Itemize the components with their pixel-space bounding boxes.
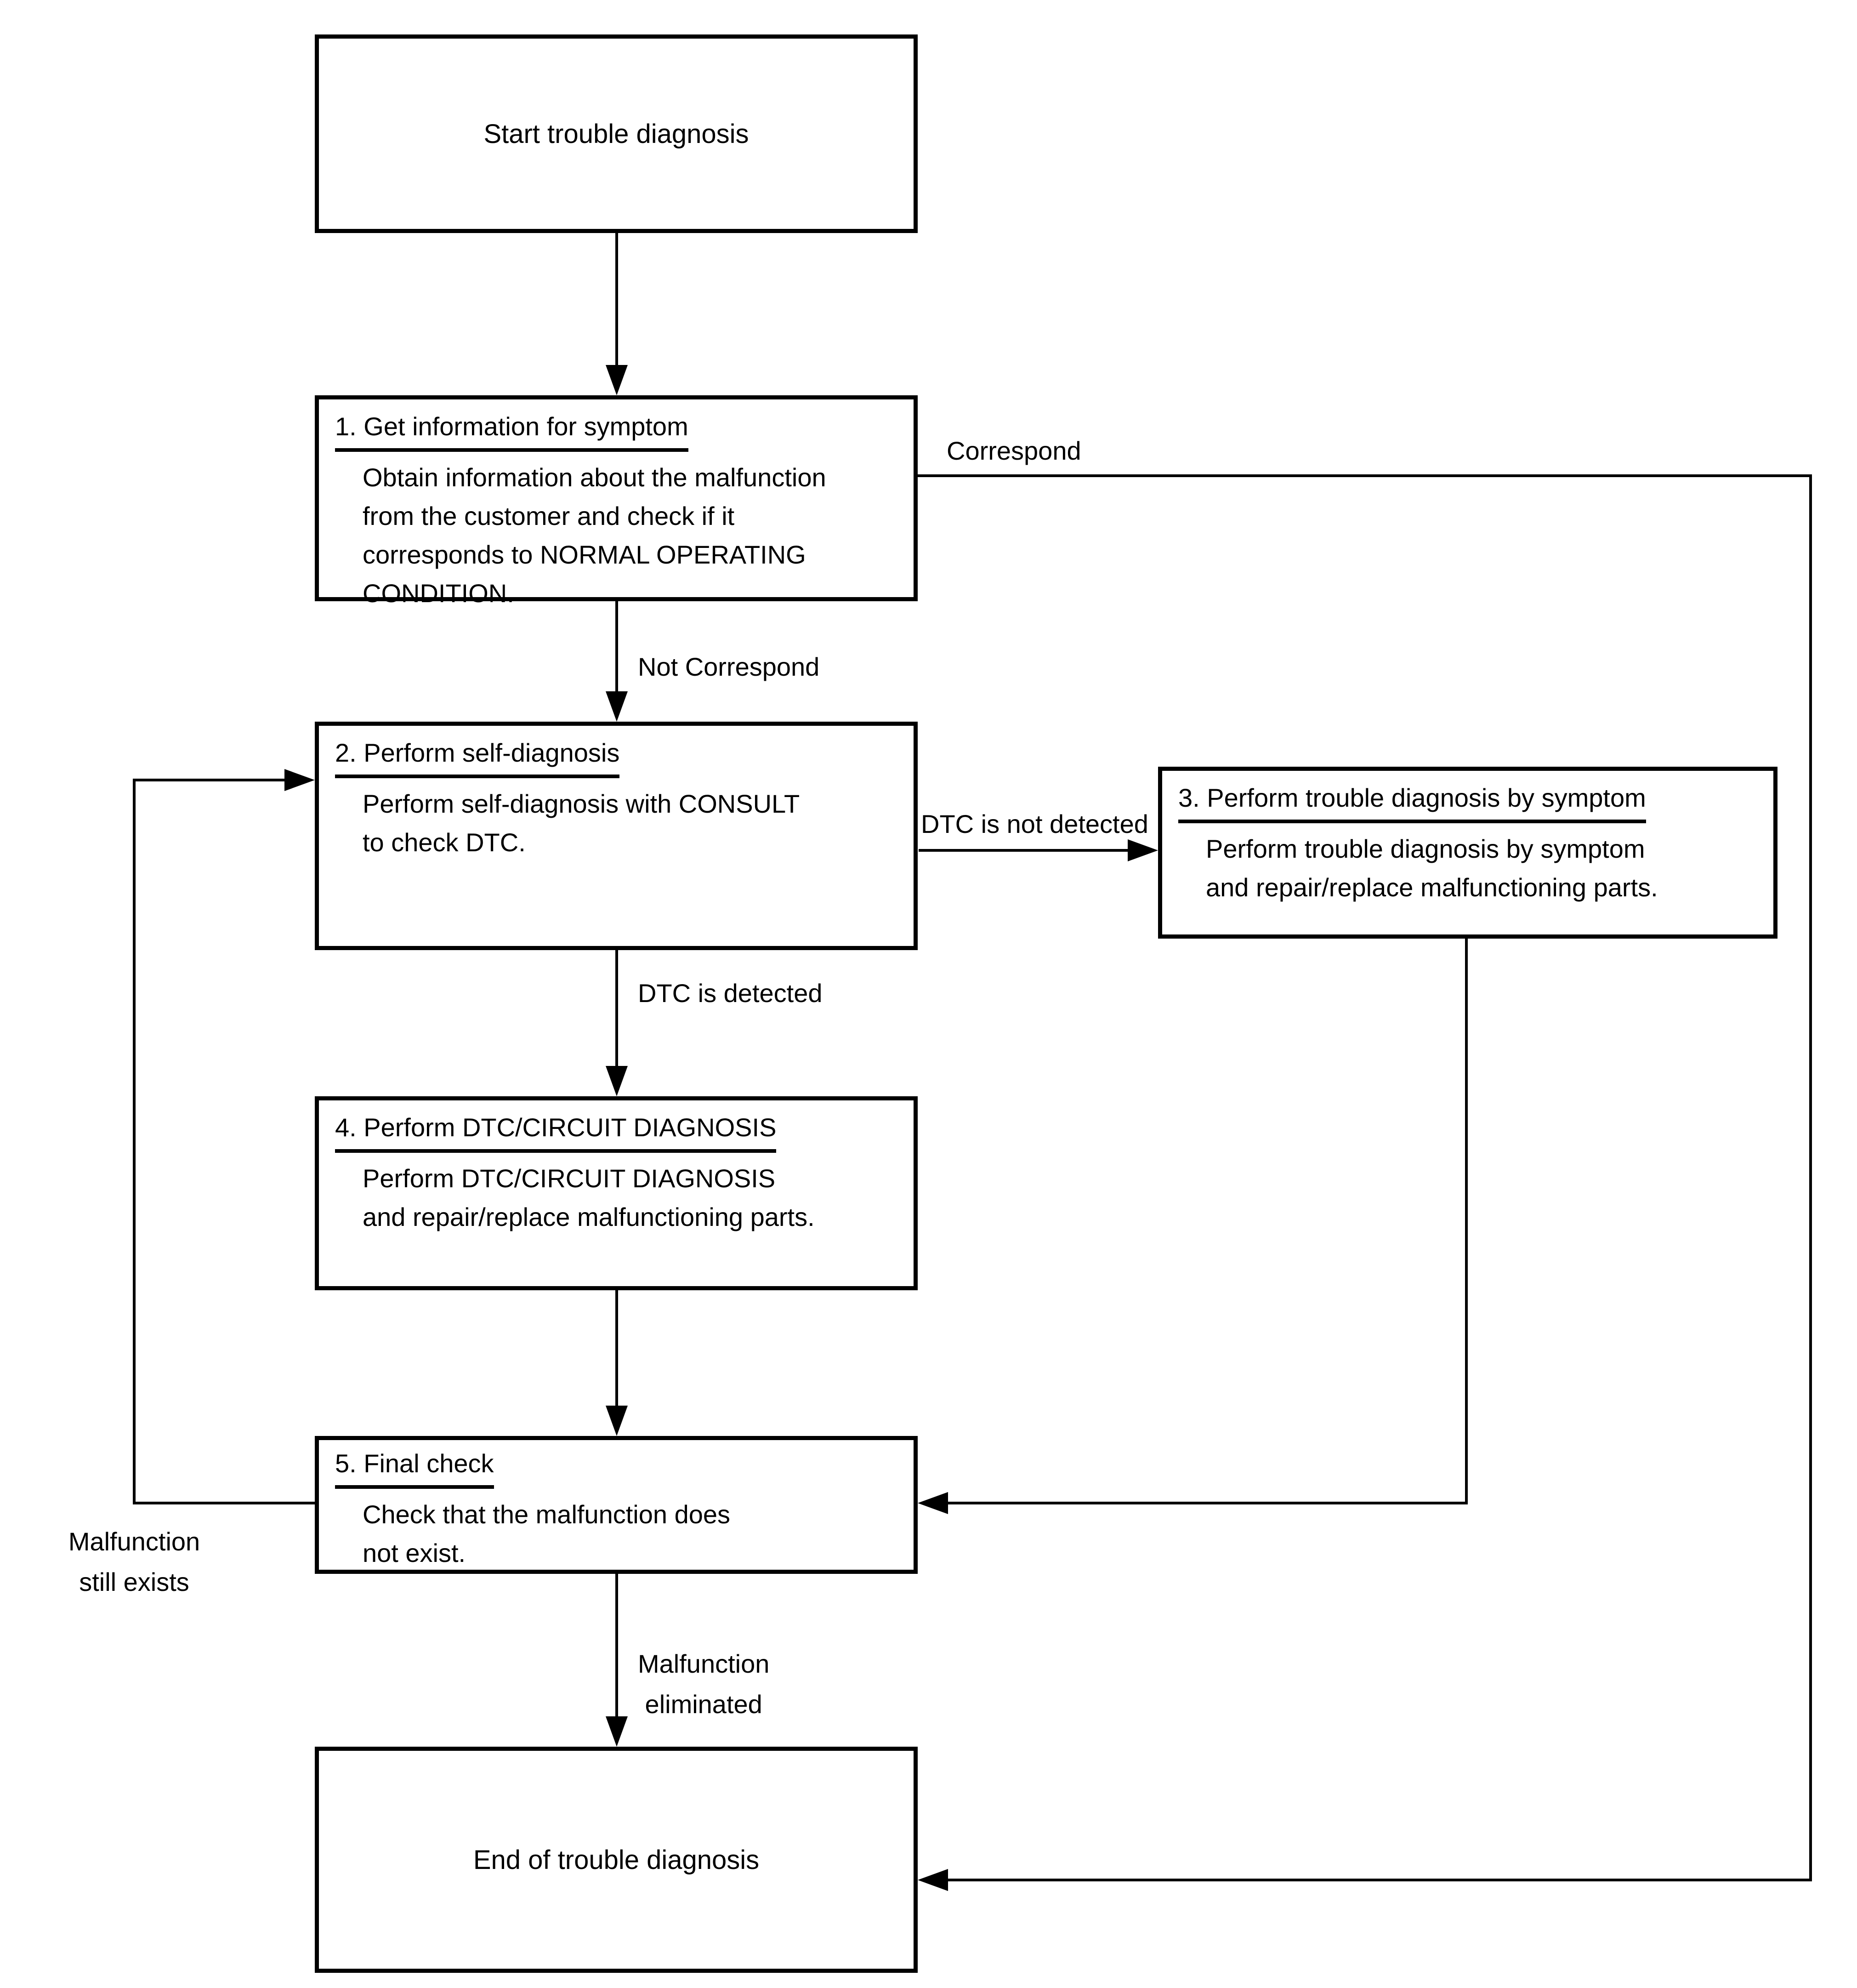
step1-body: Obtain information about the malfunction…: [335, 458, 904, 613]
edge-label-line: eliminated: [645, 1690, 762, 1719]
step5-body-line: not exist.: [363, 1538, 466, 1567]
step3-body: Perform trouble diagnosis by symptom and…: [1178, 830, 1764, 907]
step1-body-line: Obtain information about the malfunction: [363, 463, 826, 492]
edge-label-correspond: Correspond: [947, 436, 1081, 466]
step4-title: 4. Perform DTC/CIRCUIT DIAGNOSIS: [335, 1112, 777, 1153]
edge-label-not-correspond: Not Correspond: [638, 652, 820, 682]
connector-loop-bottom: [133, 1502, 315, 1504]
step2-title: 2. Perform self-diagnosis: [335, 738, 620, 778]
connector-correspond-top: [918, 474, 1812, 477]
step2-body: Perform self-diagnosis with CONSULT to c…: [335, 785, 904, 862]
step4-body-line: Perform DTC/CIRCUIT DIAGNOSIS: [363, 1164, 776, 1193]
arrowhead-down-step4-icon: [606, 1066, 628, 1096]
connector-loop-left: [133, 779, 136, 1504]
step1-title: 1. Get information for symptom: [335, 411, 688, 452]
end-node: End of trouble diagnosis: [315, 1747, 918, 1973]
step2-body-line: to check DTC.: [363, 828, 526, 857]
start-node: Start trouble diagnosis: [315, 34, 918, 233]
connector-step3-step5: [946, 1502, 1468, 1504]
connector-correspond-right: [1809, 474, 1812, 1881]
step5-title: 5. Final check: [335, 1448, 494, 1489]
connector-step2-step4: [615, 950, 618, 1067]
connector-start-step1: [615, 233, 618, 369]
connector-step3-down: [1465, 939, 1468, 1503]
step4-body-line: and repair/replace malfunctioning parts.: [363, 1202, 815, 1231]
step5-body-line: Check that the malfunction does: [363, 1500, 731, 1529]
connector-step5-end: [615, 1574, 618, 1719]
edge-label-line: Malfunction: [68, 1527, 200, 1556]
step2-node: 2. Perform self-diagnosis Perform self-d…: [315, 722, 918, 950]
connector-step2-step3: [919, 849, 1130, 852]
step3-node: 3. Perform trouble diagnosis by symptom …: [1158, 767, 1777, 939]
arrowhead-left-step5-icon: [918, 1492, 948, 1514]
step3-body-line: Perform trouble diagnosis by symptom: [1206, 834, 1645, 863]
edge-label-dtc-not-detected: DTC is not detected: [921, 809, 1148, 839]
edge-label-line: still exists: [79, 1567, 189, 1596]
edge-label-dtc-detected: DTC is detected: [638, 978, 823, 1008]
step1-body-line: corresponds to NORMAL OPERATING: [363, 540, 806, 569]
step5-body: Check that the malfunction does not exis…: [335, 1495, 904, 1572]
step4-node: 4. Perform DTC/CIRCUIT DIAGNOSIS Perform…: [315, 1096, 918, 1290]
arrowhead-right-step3-icon: [1128, 839, 1158, 861]
step5-node: 5. Final check Check that the malfunctio…: [315, 1436, 918, 1574]
connector-correspond-bottom: [946, 1879, 1812, 1881]
step1-body-line: from the customer and check if it: [363, 501, 735, 530]
arrowhead-down-step2-icon: [606, 691, 628, 722]
arrowhead-left-end-icon: [918, 1869, 948, 1891]
connector-step4-step5: [615, 1290, 618, 1407]
step1-node: 1. Get information for symptom Obtain in…: [315, 395, 918, 608]
arrowhead-right-step2-icon: [284, 769, 315, 791]
arrowhead-down-step5-icon: [606, 1406, 628, 1436]
connector-step1-step2: [615, 601, 618, 693]
arrowhead-down-end-icon: [606, 1716, 628, 1747]
edge-label-malfunction-still-exists: Malfunction still exists: [68, 1521, 200, 1602]
step3-body-line: and repair/replace malfunctioning parts.: [1206, 873, 1658, 902]
step1-body-line: CONDITION.: [363, 579, 514, 608]
step2-body-line: Perform self-diagnosis with CONSULT: [363, 789, 800, 818]
edge-label-line: Malfunction: [638, 1649, 770, 1678]
step3-title: 3. Perform trouble diagnosis by symptom: [1178, 783, 1646, 823]
end-node-label: End of trouble diagnosis: [473, 1845, 760, 1875]
arrowhead-down-step1-icon: [606, 365, 628, 395]
edge-label-malfunction-eliminated: Malfunction eliminated: [638, 1644, 770, 1725]
connector-loop-top: [136, 779, 286, 781]
step4-body: Perform DTC/CIRCUIT DIAGNOSIS and repair…: [335, 1159, 904, 1236]
start-node-label: Start trouble diagnosis: [483, 119, 749, 149]
